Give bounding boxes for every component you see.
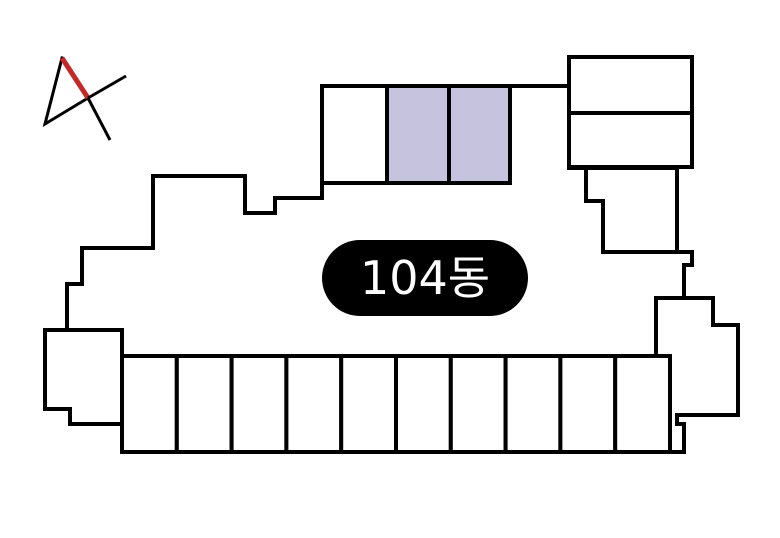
building-badge: 104동 <box>322 240 528 316</box>
unit-bottom-8[interactable] <box>503 354 563 454</box>
north-arrow-icon <box>42 56 127 141</box>
unit-bottom-4[interactable] <box>284 354 344 454</box>
unit-right-1[interactable] <box>567 55 694 115</box>
north-pointer <box>59 56 91 100</box>
unit-bottom-9[interactable] <box>558 354 618 454</box>
unit-bottom-1[interactable] <box>120 354 179 454</box>
unit-bottom-5[interactable] <box>339 354 399 454</box>
unit-bottom-2[interactable] <box>174 354 234 454</box>
building-outline <box>43 84 740 454</box>
unit-top-2[interactable] <box>385 84 451 185</box>
unit-bottom-10[interactable] <box>613 354 673 454</box>
bottom-unit-row <box>120 354 673 454</box>
unit-top-3[interactable] <box>447 84 512 185</box>
unit-bottom-3[interactable] <box>229 354 289 454</box>
building-label: 104동 <box>360 251 490 305</box>
unit-top-1[interactable] <box>320 84 389 185</box>
right-tower <box>567 55 694 254</box>
right-wing <box>584 166 679 254</box>
unit-bottom-6[interactable] <box>394 354 453 454</box>
unit-right-2[interactable] <box>567 111 694 169</box>
left-wing-top <box>43 328 124 360</box>
top-unit-row <box>320 84 512 185</box>
unit-bottom-7[interactable] <box>448 354 508 454</box>
right-lower-wing <box>654 296 686 357</box>
